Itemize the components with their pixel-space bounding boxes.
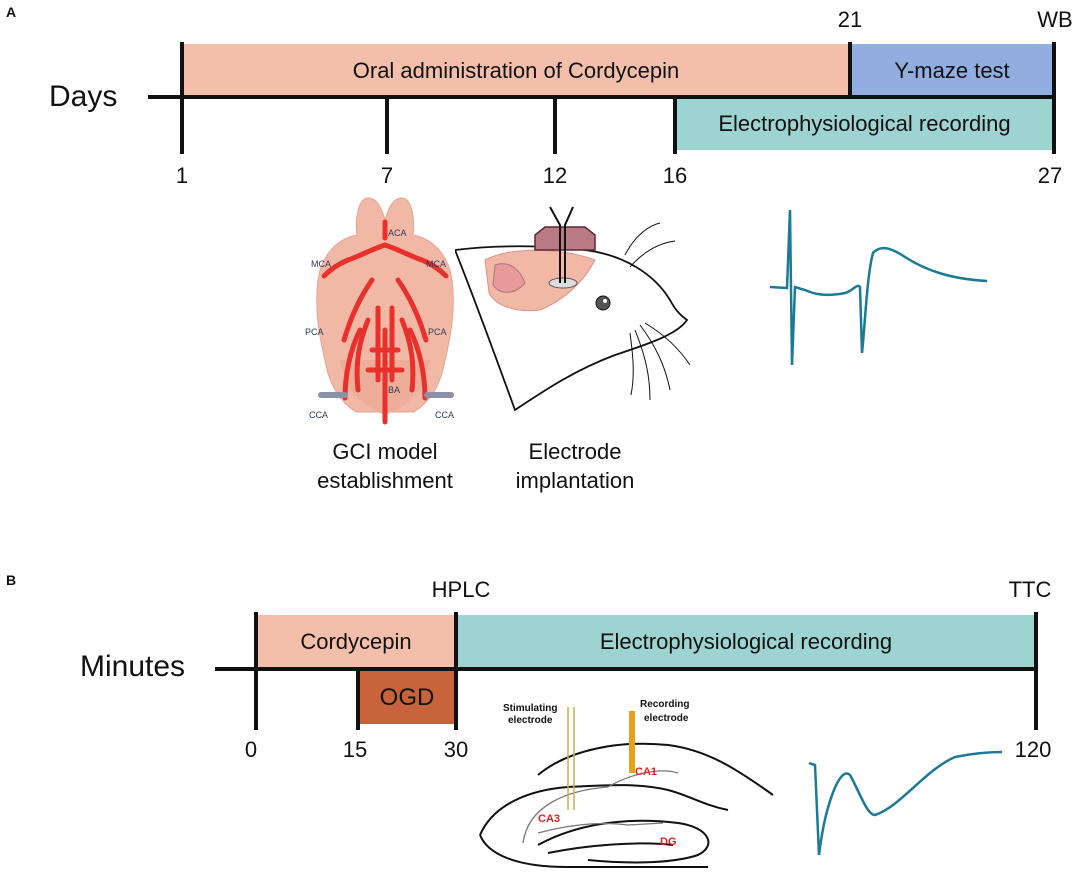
phase-oral-administration: Oral administration of Cordycepin [182, 44, 850, 97]
brain-artery-illustration: ACA MCA MCA PCA PCA BA CCA CCA [305, 197, 454, 425]
label-ba: BA [388, 385, 400, 395]
rat-cerebellum [492, 263, 526, 293]
caption-gci-line2: establishment [317, 468, 453, 493]
rat-electrode-illustration [455, 206, 691, 412]
tick-a-1 [180, 42, 184, 154]
tick-a-27 [1052, 42, 1056, 154]
label-mca-right: MCA [426, 259, 446, 269]
timeline-axis-a [148, 95, 1056, 99]
tick-label-b-120: 120 [1014, 737, 1052, 762]
tick-b-0 [254, 612, 258, 730]
top-label-a-21: 21 [837, 7, 863, 32]
phase-y-maze-label: Y-maze test [894, 57, 1010, 83]
phase-ogd-label: OGD [379, 683, 435, 711]
tick-label-a-12: 12 [542, 163, 568, 188]
label-ca3: CA3 [538, 813, 560, 825]
phase-electrophysiology-b: Electrophysiological recording [456, 615, 1036, 668]
whiskers-lower [629, 322, 691, 401]
top-label-b-hplc: HPLC [431, 577, 491, 602]
hippocampal-slice-illustration: Stimulating electrode Recording electrod… [479, 699, 774, 868]
fepsp-trace-a [769, 209, 988, 366]
panel-b-letter: B [6, 572, 17, 588]
phase-electrophysiology-b-label: Electrophysiological recording [599, 628, 893, 654]
label-rec-line2: electrode [644, 713, 689, 724]
pyramidal-layer [522, 770, 679, 844]
label-rec-line1: Recording [640, 699, 689, 710]
label-cca-right: CCA [435, 410, 454, 420]
caption-electrode-line1: Electrode [528, 439, 622, 464]
stimulating-electrode [567, 707, 575, 810]
phase-cordycepin: Cordycepin [256, 615, 456, 668]
label-ca1: CA1 [635, 766, 657, 778]
whiskers-upper [624, 222, 676, 268]
recording-electrode [629, 711, 635, 773]
tick-b-15 [356, 669, 360, 730]
label-stim-line1: Stimulating [503, 703, 557, 714]
slice-outline [479, 742, 774, 868]
label-pca-right: PCA [428, 327, 447, 337]
top-label-b-ttc: TTC [1008, 577, 1052, 602]
timeline-axis-b [215, 667, 1037, 671]
panel-b-axis-title: Minutes [80, 650, 186, 683]
label-stim-line2: electrode [508, 715, 553, 726]
phase-electrophysiology-a-label: Electrophysiological recording [718, 110, 1011, 136]
phase-electrophysiology-a: Electrophysiological recording [675, 97, 1054, 150]
tick-label-a-27: 27 [1037, 163, 1063, 188]
caption-electrode-line2: implantation [515, 468, 635, 493]
tick-b-120 [1034, 612, 1038, 730]
tick-label-a-1: 1 [175, 163, 189, 188]
tick-b-30 [454, 612, 458, 730]
tick-a-16 [673, 97, 677, 154]
caption-electrode: Electrode implantation [495, 437, 655, 495]
caption-gci-line1: GCI model [332, 439, 438, 464]
label-dg: DG [660, 836, 677, 848]
phase-oral-administration-label: Oral administration of Cordycepin [352, 57, 680, 83]
label-aca: ACA [388, 228, 407, 238]
rat-brain [484, 249, 596, 312]
rat-eye-highlight [603, 299, 607, 303]
label-pca-left: PCA [305, 327, 324, 337]
tick-a-12 [553, 97, 557, 154]
label-cca-left: CCA [309, 410, 328, 420]
artery-network [321, 219, 449, 425]
tick-label-b-15: 15 [342, 737, 368, 762]
tick-label-a-7: 7 [380, 163, 394, 188]
phase-cordycepin-label: Cordycepin [300, 628, 412, 654]
panel-a-letter: A [6, 4, 17, 20]
top-label-a-wb: WB [1037, 7, 1073, 32]
trace-b-line [808, 750, 1003, 856]
phase-ogd: OGD [358, 671, 456, 724]
clip-left [318, 392, 348, 398]
tick-label-b-30: 30 [443, 737, 469, 762]
rat-hippocampus [548, 277, 578, 289]
tick-a-21 [848, 42, 852, 99]
tick-label-b-0: 0 [244, 737, 258, 762]
label-mca-left: MCA [311, 259, 331, 269]
trace-a-line [769, 209, 988, 366]
phase-y-maze: Y-maze test [850, 44, 1054, 97]
rat-eye [595, 295, 611, 311]
panel-a-axis-title: Days [49, 80, 118, 113]
clip-right [424, 392, 454, 398]
caption-gci: GCI model establishment [295, 437, 475, 495]
tick-a-7 [385, 97, 389, 154]
fepsp-trace-b [808, 750, 1003, 856]
electrode-wires [549, 206, 574, 283]
tick-label-a-16: 16 [662, 163, 688, 188]
